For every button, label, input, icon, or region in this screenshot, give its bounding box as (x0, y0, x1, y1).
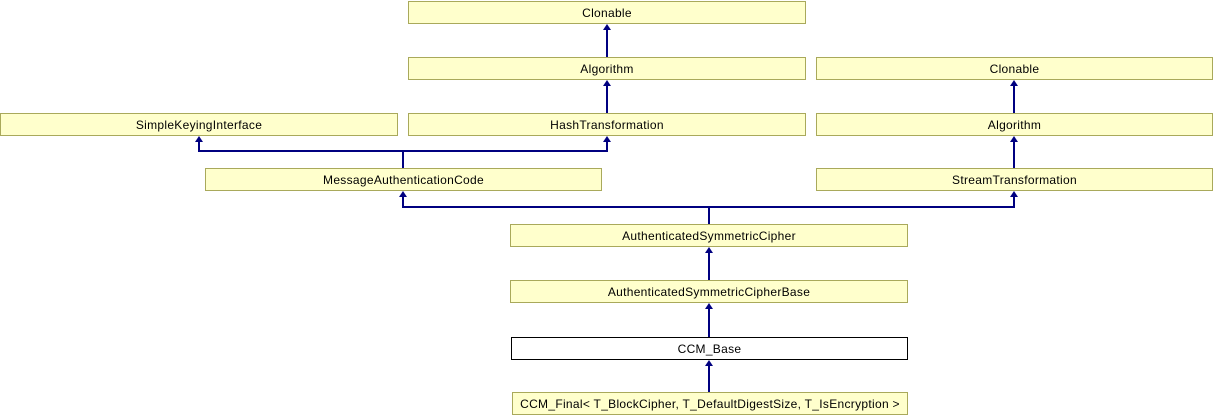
class-box-authenticated-symmetric-cipher-base[interactable]: AuthenticatedSymmetricCipherBase (510, 280, 908, 303)
inheritance-arrowhead-icon (603, 24, 611, 30)
edge-line (1013, 85, 1015, 113)
edge-line (402, 196, 404, 208)
class-box-hash-transformation[interactable]: HashTransformation (408, 113, 806, 136)
edge-line (606, 141, 608, 152)
inheritance-arrowhead-icon (603, 136, 611, 142)
edge-line (1013, 196, 1015, 208)
inheritance-arrowhead-icon (399, 191, 407, 197)
class-box-authenticated-symmetric-cipher[interactable]: AuthenticatedSymmetricCipher (510, 224, 908, 247)
edge-line (198, 141, 200, 152)
inheritance-arrowhead-icon (705, 360, 713, 366)
class-box-algorithm-left[interactable]: Algorithm (408, 57, 806, 80)
class-box-message-authentication-code[interactable]: MessageAuthenticationCode (205, 168, 602, 191)
inheritance-arrowhead-icon (705, 303, 713, 309)
edge-line (708, 365, 710, 392)
class-box-clonable-top[interactable]: Clonable (408, 1, 806, 24)
edge-line (708, 206, 710, 224)
inheritance-arrowhead-icon (195, 136, 203, 142)
inheritance-arrowhead-icon (705, 247, 713, 253)
edge-line (606, 29, 608, 57)
edge-line (606, 85, 608, 113)
edge-line (708, 252, 710, 280)
class-box-stream-transformation[interactable]: StreamTransformation (816, 168, 1213, 191)
inheritance-arrowhead-icon (603, 80, 611, 86)
class-box-ccm-final[interactable]: CCM_Final< T_BlockCipher, T_DefaultDiges… (512, 392, 908, 415)
inheritance-arrowhead-icon (1010, 80, 1018, 86)
edge-line (402, 150, 404, 168)
edge-line (1013, 141, 1015, 168)
class-box-simple-keying-interface[interactable]: SimpleKeyingInterface (0, 113, 398, 136)
class-box-ccm-base-current: CCM_Base (511, 337, 908, 360)
inheritance-arrowhead-icon (1010, 136, 1018, 142)
class-box-algorithm-right[interactable]: Algorithm (816, 113, 1213, 136)
class-box-clonable-right[interactable]: Clonable (816, 57, 1213, 80)
inheritance-arrowhead-icon (1010, 191, 1018, 197)
edge-line (708, 308, 710, 337)
